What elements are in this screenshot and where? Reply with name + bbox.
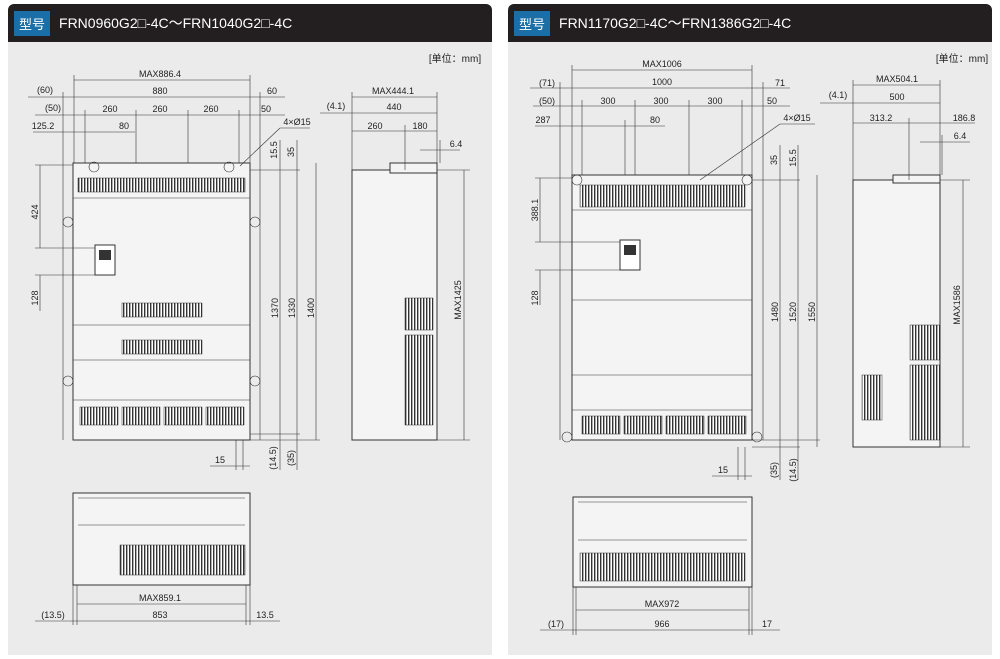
dim-label: 1520 xyxy=(788,302,798,322)
dim-label: 15 xyxy=(215,455,225,465)
dim-label: (71) xyxy=(539,78,555,88)
dim-label: 287 xyxy=(535,115,550,125)
panel-header: 型号 FRN1170G2□-4C～FRN1386G2□-4C xyxy=(508,4,992,42)
panel-header: 型号 FRN0960G2□-4C～FRN1040G2□-4C xyxy=(8,4,492,42)
dim-label: 50 xyxy=(261,104,271,114)
dim-label: 50 xyxy=(767,96,777,106)
model-badge: 型号 xyxy=(514,10,551,36)
dim-label: MAX1425 xyxy=(453,280,463,320)
dim-label: (50) xyxy=(539,96,555,106)
dim-label: MAX504.1 xyxy=(876,74,918,84)
dim-label: 440 xyxy=(386,102,401,112)
dim-label: 1370 xyxy=(270,298,280,318)
dim-label: 15 xyxy=(718,465,728,475)
dim-label: MAX886.4 xyxy=(139,69,181,79)
dim-label: 6.4 xyxy=(450,139,463,149)
dim-label: 6.4 xyxy=(954,131,967,141)
dim-label: 260 xyxy=(203,104,218,114)
left-bottom-view: MAX859.1 (13.5) 853 13.5 xyxy=(35,492,280,625)
dim-label: (4.1) xyxy=(327,101,346,111)
dim-label: 128 xyxy=(530,290,540,305)
dim-label: 260 xyxy=(152,104,167,114)
dim-label: 15.5 xyxy=(788,149,798,167)
dim-label: 1480 xyxy=(770,302,780,322)
dim-label: 60 xyxy=(267,86,277,96)
dim-label: 300 xyxy=(600,96,615,106)
dim-label: 1330 xyxy=(287,298,297,318)
dim-label: 13.5 xyxy=(256,610,274,620)
dim-label: (35) xyxy=(286,450,296,466)
dim-label: (50) xyxy=(45,103,61,113)
dim-label: MAX444.1 xyxy=(372,86,414,96)
right-front-view: MAX1006 (71) 1000 71 (50) 300 300 300 50… xyxy=(530,59,820,482)
dim-label: 35 xyxy=(286,147,296,157)
dim-label: 424 xyxy=(30,204,40,219)
dim-label: 17 xyxy=(762,619,772,629)
unit-label: [单位：mm] xyxy=(429,52,481,65)
dim-label: (14.5) xyxy=(788,458,798,482)
dim-label: (4.1) xyxy=(829,90,848,100)
model-title: FRN0960G2□-4C～FRN1040G2□-4C xyxy=(59,15,293,31)
dim-label: 186.8 xyxy=(953,113,976,123)
dim-label: 966 xyxy=(654,619,669,629)
right-bottom-view: MAX972 (17) 966 17 xyxy=(540,496,780,635)
dim-label: (60) xyxy=(37,85,53,95)
dim-label: 388.1 xyxy=(530,199,540,222)
dim-label: 1400 xyxy=(306,298,316,318)
dim-label: 260 xyxy=(367,121,382,131)
dim-label: 80 xyxy=(119,121,129,131)
dim-label: 15.5 xyxy=(269,141,279,159)
dim-label: 128 xyxy=(30,290,40,305)
dim-label: MAX1586 xyxy=(952,285,962,325)
dim-label: (14.5) xyxy=(268,446,278,470)
right-side-view: MAX504.1 (4.1) 500 313.2 186.8 6.4 MAX15… xyxy=(820,74,976,448)
dim-label: 4×Ø15 xyxy=(283,117,310,127)
dim-label: 300 xyxy=(653,96,668,106)
dim-label: 853 xyxy=(152,610,167,620)
dim-label: 180 xyxy=(412,121,427,131)
dim-label: 4×Ø15 xyxy=(783,113,810,123)
dim-label: 500 xyxy=(889,92,904,102)
dim-label: (17) xyxy=(548,619,564,629)
dim-label: 125.2 xyxy=(32,121,55,131)
dim-label: MAX972 xyxy=(645,599,680,609)
model-badge: 型号 xyxy=(14,10,51,36)
dim-label: 300 xyxy=(707,96,722,106)
left-side-view: MAX444.1 (4.1) 440 260 180 6.4 MAX1425 xyxy=(320,86,470,441)
dim-label: MAX859.1 xyxy=(139,593,181,603)
dim-label: (35) xyxy=(769,462,779,478)
dim-label: (13.5) xyxy=(41,610,65,620)
unit-label: [单位：mm] xyxy=(936,52,988,65)
dim-label: 35 xyxy=(769,155,779,165)
dim-label: 80 xyxy=(650,115,660,125)
dim-label: 71 xyxy=(775,78,785,88)
dim-label: 880 xyxy=(152,86,167,96)
dim-label: 313.2 xyxy=(870,113,893,123)
model-title: FRN1170G2□-4C～FRN1386G2□-4C xyxy=(559,15,792,31)
left-front-view: MAX886.4 (60) 880 60 (50) 260 260 260 50… xyxy=(28,69,320,470)
dim-label: 1550 xyxy=(807,302,817,322)
dim-label: 1000 xyxy=(652,77,672,87)
dim-label: 260 xyxy=(102,104,117,114)
dim-label: MAX1006 xyxy=(642,59,682,69)
